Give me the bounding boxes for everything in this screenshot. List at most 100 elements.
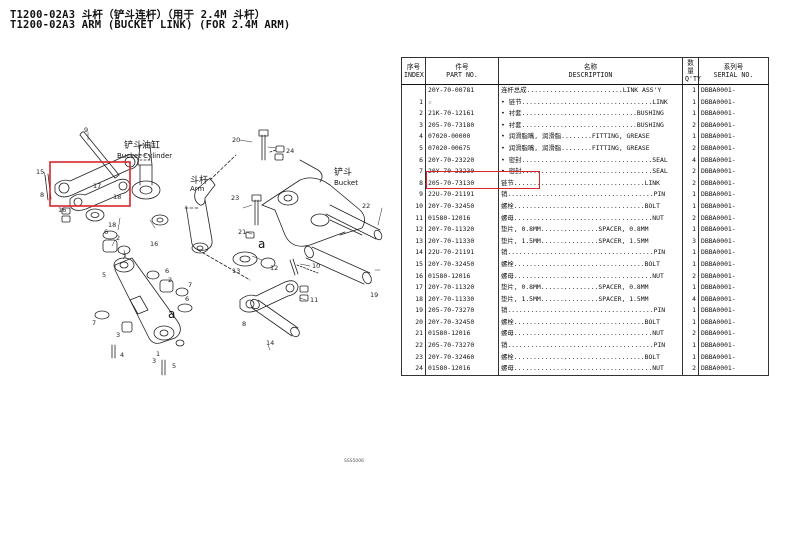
cell-index: 2 (401, 108, 426, 120)
cell-description: 螺栓..................................BOLT (498, 200, 683, 213)
cell-description: • 衬套..............................BUSHIN… (498, 108, 683, 120)
pin-14-part (250, 298, 300, 338)
callout-3b: 3 (152, 357, 156, 365)
callout-18: 18 (113, 193, 121, 201)
cell-description: • 密封..................................SE… (498, 154, 683, 167)
page-title-en: T1200-02A3 ARM (BUCKET LINK) (FOR 2.4M A… (10, 19, 291, 31)
cell-index: 17 (401, 282, 426, 294)
callout-2b: 2 (168, 276, 172, 284)
parts-illustration: 9 15 17 8 18 16 18 16 6 2 7 5 6 2 7 6 7 … (36, 126, 383, 376)
cell-index: 5 (401, 142, 426, 155)
callout-2: 2 (116, 234, 120, 242)
callout-17: 17 (93, 182, 101, 190)
cell-part-no: 20Y-70-11330 (425, 293, 499, 306)
cell-index: 20 (401, 316, 426, 329)
cell-description: 螺母....................................NU… (498, 328, 683, 341)
callout-21: 21 (238, 228, 246, 236)
cell-part-no: 01580-12016 (425, 328, 499, 341)
cell-serial: DBBA0001- (698, 166, 769, 178)
cell-qty: 2 (682, 363, 699, 376)
cell-part-no: 205-70-73270 (425, 340, 499, 352)
callout-19: 19 (370, 291, 378, 299)
cell-serial: DBBA0001- (698, 131, 769, 143)
cell-description: 螺栓..................................BOLT (498, 316, 683, 329)
callout-18b: 18 (108, 221, 116, 229)
cell-index: 23 (401, 351, 426, 364)
cell-description: 螺母....................................NU… (498, 212, 683, 225)
link-8-lower-part (239, 280, 299, 313)
cell-index: 7 (401, 166, 426, 178)
cell-index: 19 (401, 305, 426, 317)
cell-part-no: 20Y-70-00781 (425, 84, 499, 97)
cell-index: 12 (401, 224, 426, 236)
highlight-box-link-8 (49, 161, 131, 207)
cell-qty: 1 (682, 282, 699, 294)
cell-part-no: 20Y-70-32450 (425, 316, 499, 329)
callout-5b: 5 (172, 362, 176, 370)
cell-index: 22 (401, 340, 426, 352)
cell-part-no: 21K-70-12161 (425, 108, 499, 120)
cell-index: 21 (401, 328, 426, 341)
cell-description: 销......................................P… (498, 189, 683, 201)
cell-part-no: 01580-12016 (425, 212, 499, 225)
cell-description: 垫片, 0.8MM...............SPACER, 0.8MM (498, 224, 683, 236)
callout-16b: 16 (150, 240, 158, 248)
callout-20: 20 (232, 136, 240, 144)
cell-serial: DBBA0001- (698, 142, 769, 155)
cell-serial: DBBA0001- (698, 305, 769, 317)
callout-6b: 6 (165, 267, 169, 275)
callout-11: 11 (310, 296, 318, 304)
callout-1: 1 (156, 350, 160, 358)
cell-qty: 1 (682, 224, 699, 236)
cell-description: 垫片, 1.5MM...............SPACER, 1.5MM (498, 293, 683, 306)
cell-description: • 润滑脂嘴, 润滑脂........FITTING, GREASE (498, 131, 683, 143)
cell-serial: DBBA0001- (698, 212, 769, 225)
exploded-parts-drawing: 9 15 17 8 18 16 18 16 6 2 7 5 6 2 7 6 7 … (0, 60, 400, 480)
cell-index: 14 (401, 247, 426, 259)
cell-serial: DBBA0001- (698, 282, 769, 294)
callout-7b: 7 (188, 281, 192, 289)
cell-qty: 1 (682, 131, 699, 143)
cell-qty: 2 (682, 177, 699, 190)
cell-part-no: 205-70-73180 (425, 119, 499, 132)
cell-qty: 1 (682, 108, 699, 120)
cell-serial: DBBA0001- (698, 293, 769, 306)
callout-6: 6 (104, 228, 108, 236)
callout-5: 5 (102, 271, 106, 279)
callout-22: 22 (362, 202, 370, 210)
cell-part-no: 22U-70-21191 (425, 247, 499, 259)
cell-description: • 润滑脂嘴, 润滑脂........FITTING, GREASE (498, 142, 683, 155)
bucket-part (261, 159, 365, 247)
cell-serial: DBBA0001- (698, 351, 769, 364)
callout-8b: 8 (242, 320, 246, 328)
cell-qty: 2 (682, 212, 699, 225)
callout-13: 13 (232, 267, 240, 275)
cell-serial: DBBA0001- (698, 84, 769, 97)
bucket-cylinder-part (131, 144, 161, 200)
cell-qty: 1 (682, 316, 699, 329)
callout-12: 12 (270, 264, 278, 272)
cell-index: 13 (401, 235, 426, 248)
cell-qty: 1 (682, 258, 699, 271)
cell-index: 16 (401, 270, 426, 283)
cell-part-no: 20Y-70-11320 (425, 282, 499, 294)
link-1-part (113, 257, 181, 344)
cell-qty: 1 (682, 96, 699, 109)
cell-part-no: 07020-00675 (425, 142, 499, 155)
callout-15: 15 (36, 168, 44, 176)
cell-qty: 1 (682, 351, 699, 364)
highlight-box-row-8 (426, 171, 540, 189)
cell-qty: 4 (682, 154, 699, 167)
drawing-stamp: SSS5006 (344, 459, 365, 464)
cell-description: 垫片, 0.8MM...............SPACER, 0.8MM (498, 282, 683, 294)
